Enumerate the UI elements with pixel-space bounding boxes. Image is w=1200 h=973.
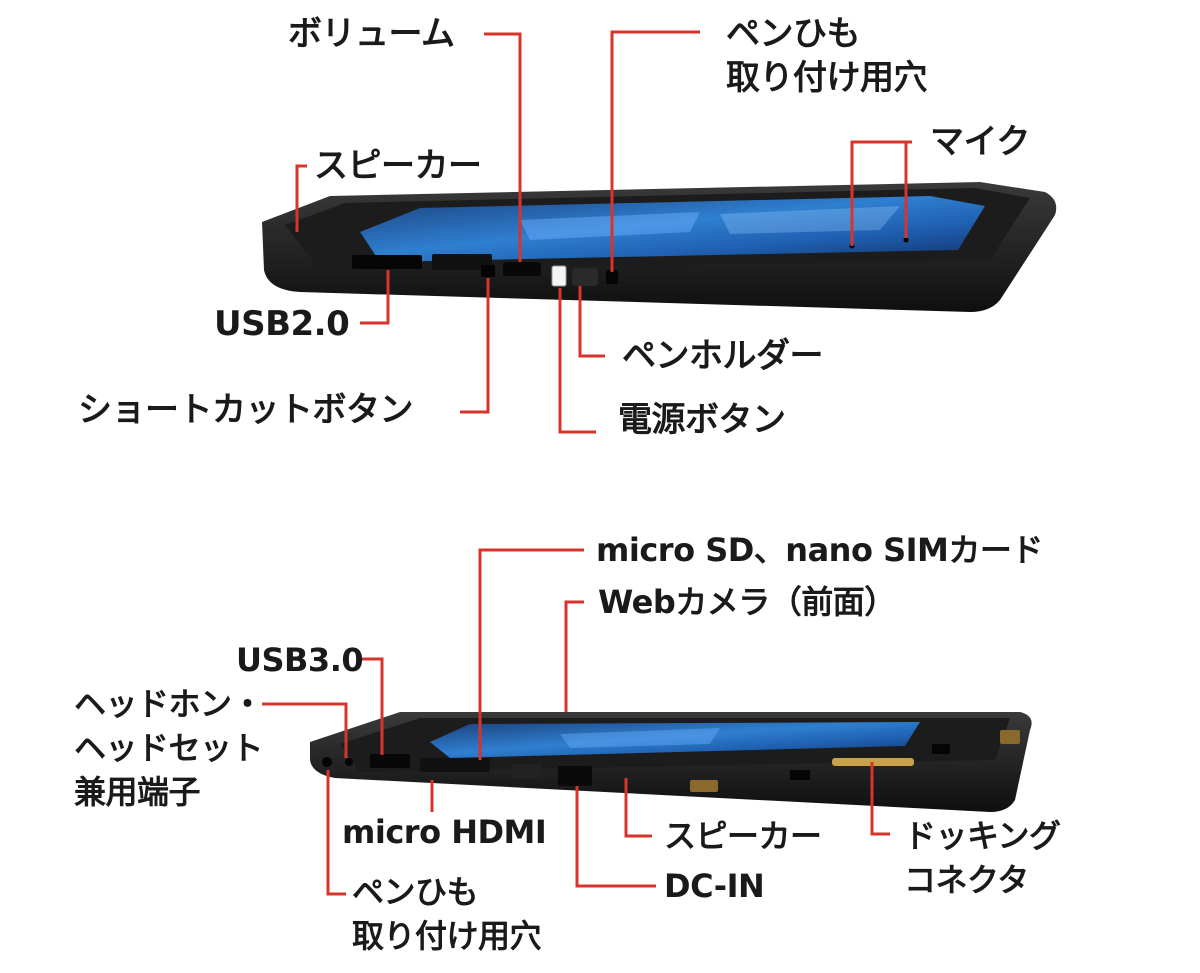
speaker-top-leader [295,164,307,232]
docking-pin-right [1000,730,1020,744]
headphone-leader [262,702,348,758]
shortcut-button-shape [481,265,495,277]
volume-leader [484,32,522,262]
headphone-jack-shape [322,757,332,767]
label-headphone: ヘッドホン・ ヘッドセット 兼用端子 [74,682,264,814]
webcam-leader [564,600,584,712]
label-pen-strap-hole-top: ペンひも 取り付け用穴 [726,12,928,100]
mic-hole-2 [903,237,909,243]
label-volume: ボリューム [288,14,455,54]
pen-strap-hole-bottom-shape [345,758,353,766]
label-pen-strap-hole-top-line2: 取り付け用穴 [726,58,928,98]
dc-in-leader [575,786,656,888]
label-headphone-line2: ヘッドセット [74,729,264,767]
label-sd-sim: micro SD、nano SIMカード [596,531,1043,569]
label-pen-strap-hole-bottom: ペンひも 取り付け用穴 [352,870,542,958]
power-button-shape [551,265,567,287]
top-tablet [262,182,1057,312]
shortcut-leader [460,278,490,414]
label-pen-strap-hole-top-line1: ペンひも [726,14,861,54]
sd-sim-leader [478,548,584,760]
label-docking-line1: ドッキング [904,817,1061,855]
usb3-port [370,754,410,768]
usb2-port [352,255,422,269]
micro-hdmi-port [420,758,490,772]
label-headphone-line3: 兼用端子 [74,773,201,811]
label-webcam: Webカメラ（前面） [598,583,896,621]
top-leader-lines [295,30,912,434]
label-usb3: USB3.0 [236,641,364,679]
label-docking-line2: コネクタ [904,861,1029,899]
docking-slot-left [790,770,810,780]
mic-leader [850,140,912,246]
label-pen-strap-hole-bottom-line2: 取り付け用穴 [352,917,542,955]
usb3-leader [362,657,384,755]
label-power-button: 電源ボタン [618,400,786,440]
dc-in-port [558,766,592,786]
docking-leader [870,762,890,836]
pen-strap-bottom-leader [326,770,346,896]
speaker-bottom-leader [624,778,652,838]
side-cover [512,764,542,778]
usb2-leader [360,270,390,325]
label-docking: ドッキング コネクタ [904,814,1061,902]
label-usb2: USB2.0 [214,304,350,344]
label-pen-strap-hole-bottom-line1: ペンひも [352,873,479,911]
docking-pin-left [690,780,718,792]
label-headphone-line1: ヘッドホン・ [74,685,264,723]
pen-holder-shape [572,268,598,286]
label-pen-holder: ペンホルダー [622,336,824,376]
bottom-leader-lines [262,548,890,896]
bottom-tablet [310,712,1032,812]
label-speaker-bottom: スピーカー [664,817,822,855]
side-panel [432,254,492,270]
label-dc-in: DC-IN [664,867,765,905]
volume-rocker-shape [503,262,541,276]
pen-strap-top-leader [610,30,700,272]
bottom-tablet-screen [430,722,920,758]
pen-strap-hole-shape [606,270,618,284]
power-leader [558,288,596,434]
label-micro-hdmi: micro HDMI [342,813,547,851]
label-shortcut-button: ショートカットボタン [78,390,414,430]
pen-holder-leader [578,286,605,358]
top-tablet-screen [360,196,985,262]
docking-slot-right [932,744,950,754]
label-mic: マイク [930,122,1030,162]
label-speaker-top: スピーカー [314,146,482,186]
